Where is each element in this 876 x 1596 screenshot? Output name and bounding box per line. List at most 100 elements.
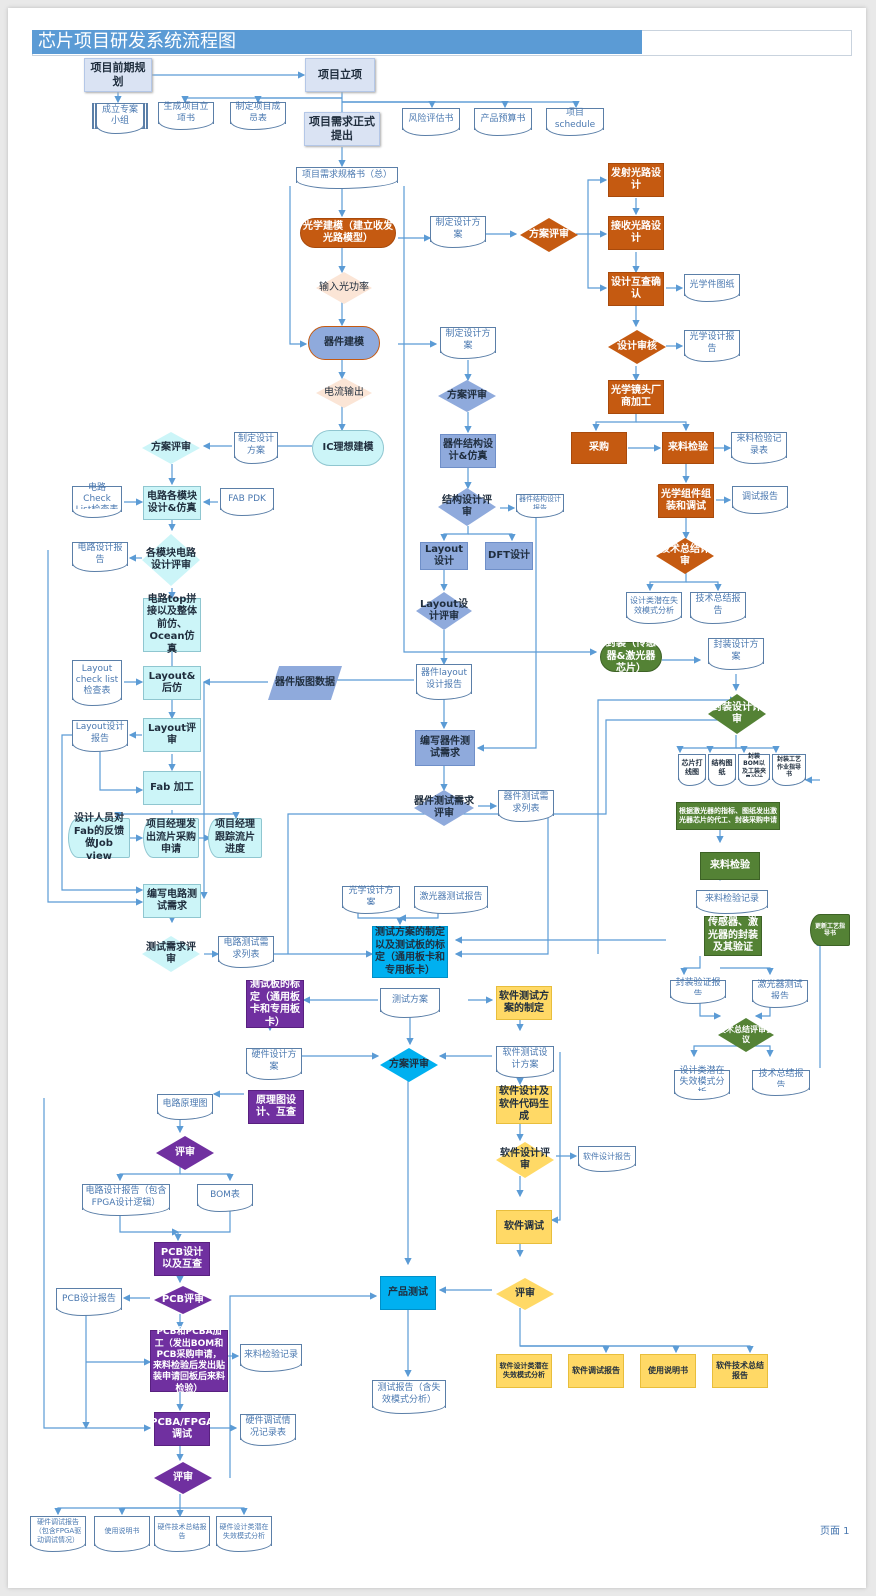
decision-input-power[interactable]: 输入光功率 xyxy=(316,272,372,304)
node-requirement-submit[interactable]: 项目需求正式提出 xyxy=(304,112,380,146)
node-product-test[interactable]: 产品测试 xyxy=(380,1276,436,1310)
node-sw-plan-define[interactable]: 软件测试方案的制定 xyxy=(496,986,552,1020)
decision-hw-review[interactable]: 评审 xyxy=(156,1136,214,1170)
doc-sw-output[interactable]: 软件设计类潜在失效模式分析 xyxy=(496,1354,552,1388)
node-job-view[interactable]: 设计人员对Fab的反馈做Job view xyxy=(68,813,130,862)
doc-optical-inspection-record[interactable]: 来料检验记录表 xyxy=(731,432,787,464)
decision-ic-plan-review[interactable]: 方案评审 xyxy=(142,432,200,464)
node-ic-top-sim[interactable]: 电路top拼接以及整体前仿、Ocean仿真 xyxy=(143,594,201,655)
node-layout-post-sim[interactable]: Layout&后仿 xyxy=(143,666,201,700)
doc-device-test-req-list[interactable]: 器件测试需求列表 xyxy=(498,790,554,822)
decision-optical-plan-review[interactable]: 方案评审 xyxy=(520,218,578,252)
doc-layout-checklist[interactable]: Layout check list检查表 xyxy=(72,660,122,706)
node-pcba-process[interactable]: PCB和PCBA加工（发出BOM和PCB采购申请，来料检验后发出贴装申请回板后来… xyxy=(150,1327,228,1394)
node-ic-module-design[interactable]: 电路各模块设计&仿真 xyxy=(143,486,201,520)
doc-hw-design-plan[interactable]: 硬件设计方案 xyxy=(246,1048,302,1080)
doc-struct-report[interactable]: 器件结构设计报告 xyxy=(516,494,564,518)
node-initiation[interactable]: 项目立项 xyxy=(305,58,375,92)
decision-optical-design-review[interactable]: 设计审核 xyxy=(608,330,666,364)
doc-device-plan[interactable]: 制定设计方案 xyxy=(440,327,496,359)
doc-hw-design-report[interactable]: 电路设计报告（包含FPGA设计逻辑） xyxy=(82,1184,170,1216)
node-pre-planning[interactable]: 项目前期规划 xyxy=(84,58,152,92)
node-package[interactable]: 封装（传感器&激光器芯片） xyxy=(600,638,662,674)
node-ic-layout-review[interactable]: Layout评审 xyxy=(143,718,201,752)
decision-pcb-review[interactable]: PCB评审 xyxy=(154,1286,212,1314)
node-tx-design[interactable]: 发射光路设计 xyxy=(608,163,664,197)
doc-package-inspection-record[interactable]: 来料检验记录 xyxy=(696,890,768,914)
node-sw-debug[interactable]: 软件调试 xyxy=(496,1210,552,1244)
node-ic-test-req[interactable]: 编写电路测试需求 xyxy=(143,884,201,918)
doc-process-guide[interactable]: 封装工艺作业指导书 xyxy=(772,754,806,786)
doc-risk[interactable]: 风险评估书 xyxy=(402,108,460,136)
decision-test-plan-review[interactable]: 方案评审 xyxy=(380,1048,438,1082)
node-lens-vendor[interactable]: 光学镜头厂商加工 xyxy=(608,380,664,414)
doc-device-layout-report[interactable]: 器件layout设计报告 xyxy=(416,664,472,700)
node-rx-design[interactable]: 接收光路设计 xyxy=(608,216,664,250)
doc-schematic[interactable]: 电路原理图 xyxy=(157,1094,213,1120)
node-layout-design[interactable]: Layout设计 xyxy=(420,542,468,570)
node-optical-modeling[interactable]: 光学建模（建立收发光路模型） xyxy=(300,218,396,248)
decision-sw-design-review[interactable]: 软件设计评审 xyxy=(496,1142,554,1178)
doc-hw-output[interactable]: 硬件调试报告（包含FPGA驱动调试情况） xyxy=(30,1516,86,1552)
doc-test-optical-plan[interactable]: 光学设计方案 xyxy=(342,886,400,914)
doc-hw-output[interactable]: 使用说明书 xyxy=(94,1516,150,1552)
node-cross-check[interactable]: 设计互查确认 xyxy=(608,272,664,306)
node-pcb-design[interactable]: PCB设计以及互查 xyxy=(154,1242,210,1276)
decision-struct-review[interactable]: 结构设计评审 xyxy=(438,488,496,526)
node-package-verify[interactable]: 传感器、激光器的封装及其验证 xyxy=(704,916,762,956)
decision-layout-review[interactable]: Layout设计评审 xyxy=(416,592,472,630)
doc-spec[interactable]: 项目需求规格书（总） xyxy=(296,167,398,189)
doc-budget[interactable]: 产品预算书 xyxy=(474,108,532,136)
node-test-plan-define[interactable]: 测试方案的制定以及测试板的标定（通用板卡和专用板卡） xyxy=(372,926,448,978)
doc-schedule[interactable]: 项目schedule xyxy=(546,108,604,136)
doc-chip-bonding[interactable]: 芯片打线图 xyxy=(678,754,706,786)
doc-pcb-report[interactable]: PCB设计报告 xyxy=(56,1288,122,1316)
doc-sw-output[interactable]: 软件技术总结报告 xyxy=(712,1354,768,1388)
decision-ic-module-review[interactable]: 各模块电路设计评审 xyxy=(142,534,200,586)
doc-ic-layout-report[interactable]: Layout设计报告 xyxy=(72,720,128,752)
decision-device-test-req-review[interactable]: 器件测试需求评审 xyxy=(414,790,474,826)
doc-hw-debug-record[interactable]: 硬件调试情况记录表 xyxy=(240,1414,296,1446)
doc-ic-checklist[interactable]: 电路Check List检查表 xyxy=(72,483,122,518)
doc-ic-design-report[interactable]: 电路设计报告 xyxy=(72,542,128,572)
node-package-purchase-request[interactable]: 根据激光器的指标、图纸发出激光器芯片的代工、封装采购申请 xyxy=(676,802,780,830)
doc-ic-plan[interactable]: 制定设计方案 xyxy=(234,432,278,464)
node-dft-design[interactable]: DFT设计 xyxy=(485,542,533,570)
doc-hw-output[interactable]: 硬件技术总结报告 xyxy=(154,1516,210,1552)
doc-package-fmea[interactable]: 设计类潜在失效模式分析 xyxy=(674,1066,730,1100)
doc-test-report[interactable]: 测试报告（含失效模式分析） xyxy=(372,1380,446,1414)
doc-proposal[interactable]: 生成项目立项书 xyxy=(158,102,214,130)
node-optical-assembly[interactable]: 光学组件组装和调试 xyxy=(658,484,714,518)
node-optical-incoming-inspection[interactable]: 来料检验 xyxy=(662,432,714,464)
node-device-struct-sim[interactable]: 器件结构设计&仿真 xyxy=(440,434,496,468)
data-device-layout[interactable]: 器件版图数据 xyxy=(268,666,342,700)
decision-package-tech-review[interactable]: 技术总结评审会议 xyxy=(718,1018,774,1052)
node-purchase[interactable]: 采购 xyxy=(571,432,627,464)
doc-laser-test-report-pkg[interactable]: 激光器测试报告 xyxy=(752,980,808,1008)
decision-sw-review[interactable]: 评审 xyxy=(496,1278,554,1310)
decision-hw-final-review[interactable]: 评审 xyxy=(154,1462,212,1494)
decision-current-output[interactable]: 电流输出 xyxy=(316,378,372,408)
doc-sw-test-plan[interactable]: 软件测试设计方案 xyxy=(496,1046,554,1078)
decision-optical-tech-review[interactable]: 技术总结评审 xyxy=(656,538,714,574)
node-tapeout-purchase[interactable]: 项目经理发出流片采购申请 xyxy=(143,818,199,858)
doc-bom[interactable]: BOM表 xyxy=(197,1184,253,1212)
node-device-modeling[interactable]: 器件建模 xyxy=(308,326,380,360)
decision-package-design-review[interactable]: 封装设计评审 xyxy=(708,694,766,734)
doc-hw-inspection-record[interactable]: 来料检验记录 xyxy=(240,1344,302,1372)
doc-optical-fmea[interactable]: 设计类潜在失效模式分析 xyxy=(626,592,682,624)
doc-sw-design-report[interactable]: 软件设计报告 xyxy=(578,1146,636,1172)
doc-struct-drawing[interactable]: 结构图纸 xyxy=(708,754,736,786)
doc-package-plan[interactable]: 封装设计方案 xyxy=(708,638,764,670)
node-schematic-design[interactable]: 原理图设计、互查 xyxy=(248,1090,304,1124)
doc-optical-debug-report[interactable]: 调试报告 xyxy=(732,486,788,514)
doc-bom-fixture[interactable]: 封装BOM以及工装夹具设计 xyxy=(738,753,770,786)
doc-sw-output[interactable]: 软件调试报告 xyxy=(568,1354,624,1388)
node-board-calibration[interactable]: 测试板的标定（通用板卡和专用板卡） xyxy=(246,979,304,1028)
doc-fab-pdk[interactable]: FAB PDK xyxy=(220,488,274,516)
doc-sw-output[interactable]: 使用说明书 xyxy=(640,1354,696,1388)
node-package-incoming-inspection[interactable]: 来料检验 xyxy=(700,852,760,880)
node-ic-ideal-model[interactable]: IC理想建模 xyxy=(312,430,384,466)
doc-test-laser-report[interactable]: 激光器测试报告 xyxy=(414,886,488,914)
node-fab[interactable]: Fab 加工 xyxy=(143,771,201,805)
